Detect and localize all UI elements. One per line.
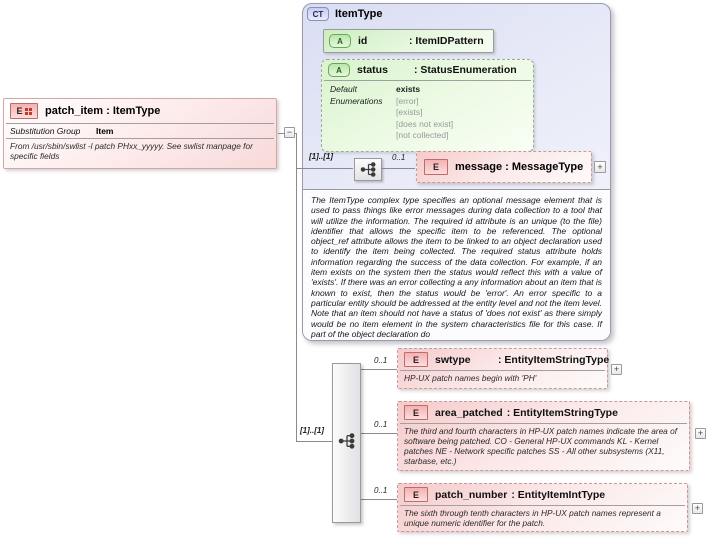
divider (6, 123, 274, 124)
complextype-badge: CT (307, 7, 329, 21)
substitution-group-value: Item (96, 126, 114, 136)
connector-line (278, 133, 285, 134)
sequence-compositor-icon[interactable] (354, 158, 382, 181)
swtype-element-box[interactable]: E swtype : EntityItemStringType HP-UX pa… (397, 348, 610, 389)
id-attribute-name: id (358, 35, 368, 47)
status-attribute-type: : StatusEnumeration (414, 64, 517, 76)
connector-line (297, 168, 353, 169)
default-facet-label: Default (330, 84, 357, 94)
connector-line (381, 168, 415, 169)
patch-number-element-box[interactable]: E patch_number : EntityItemIntType The s… (397, 483, 688, 532)
element-icon: E (424, 159, 448, 175)
id-attribute-box[interactable]: A id : ItemIDPattern (323, 29, 494, 53)
element-icon-letter: E (16, 106, 23, 116)
connector-line (361, 433, 397, 434)
expand-button[interactable]: + (611, 364, 622, 375)
attribute-icon: A (329, 34, 351, 48)
id-attribute-type: : ItemIDPattern (409, 35, 484, 47)
message-element-box[interactable]: E message : MessageType (416, 151, 592, 183)
expand-button[interactable]: + (695, 428, 706, 439)
swtype-type: : EntityItemStringType (498, 353, 610, 366)
divider (6, 138, 274, 139)
patch-number-type: : EntityItemIntType (511, 488, 606, 501)
lower-sequence-cardinality-label: [1]..[1] (300, 426, 324, 435)
connector-line (296, 133, 297, 442)
divider (400, 505, 685, 506)
itemtype-documentation: The ItemType complex type specifies an o… (303, 189, 610, 340)
swtype-name: swtype (435, 353, 471, 366)
status-attribute-name: status (357, 64, 388, 76)
expand-button[interactable]: + (594, 161, 606, 173)
swtype-documentation: HP-UX patch names begin with 'PH' (404, 373, 537, 383)
area-patched-documentation: The third and fourth characters in HP-UX… (404, 426, 678, 466)
patch-number-documentation: The sixth through tenth characters in HP… (404, 508, 661, 528)
status-attribute-box[interactable]: A status : StatusEnumeration Default exi… (321, 59, 534, 152)
area-patched-element-box[interactable]: E area_patched : EntityItemStringType Th… (397, 401, 690, 471)
enumeration-value: [error] (396, 95, 419, 106)
patch-item-documentation: From /usr/sbin/swlist -l patch PHxx_yyyy… (10, 141, 253, 161)
substitution-group-label: Substitution Group (10, 126, 81, 136)
patch-number-cardinality-label: 0..1 (374, 486, 388, 495)
swtype-cardinality-label: 0..1 (374, 356, 388, 365)
connector-line (361, 499, 397, 500)
divider (400, 370, 605, 371)
itemtype-title: ItemType (335, 8, 383, 20)
connector-line (361, 369, 397, 370)
attribute-icon: A (328, 63, 350, 77)
message-title: message : MessageType (455, 161, 584, 173)
sequence-cardinality-label: [1]..[1] (309, 152, 333, 161)
patch-item-title: patch_item : ItemType (45, 105, 161, 117)
element-icon: E (404, 352, 428, 367)
patch-item-element-box[interactable]: E patch_item : ItemType Substitution Gro… (3, 98, 277, 169)
area-patched-cardinality-label: 0..1 (374, 420, 388, 429)
enumeration-value: [not collected] (396, 130, 449, 140)
element-icon: E (404, 487, 428, 502)
element-substitution-icon: E (10, 103, 38, 119)
divider (324, 80, 531, 81)
expand-button[interactable]: + (692, 503, 703, 514)
connector-line (297, 441, 332, 442)
area-patched-name: area_patched (435, 406, 503, 419)
message-cardinality-label: 0..1 (392, 153, 406, 162)
element-icon: E (404, 405, 428, 420)
default-facet-value: exists (396, 84, 421, 94)
enumeration-value: [exists] (396, 107, 423, 117)
patch-number-name: patch_number (435, 488, 508, 501)
sequence-compositor-icon (338, 432, 356, 455)
enumerations-facet-label: Enumerations (330, 95, 383, 106)
sequence-compositor-bar[interactable] (332, 363, 361, 523)
enumeration-value: [does not exist] (396, 118, 454, 129)
collapse-button[interactable]: − (284, 127, 295, 138)
substitution-grid-icon (24, 107, 32, 115)
divider (400, 423, 687, 424)
area-patched-type: : EntityItemStringType (506, 406, 618, 419)
itemtype-complextype-box[interactable]: CT ItemType A id : ItemIDPattern A statu… (302, 3, 611, 341)
